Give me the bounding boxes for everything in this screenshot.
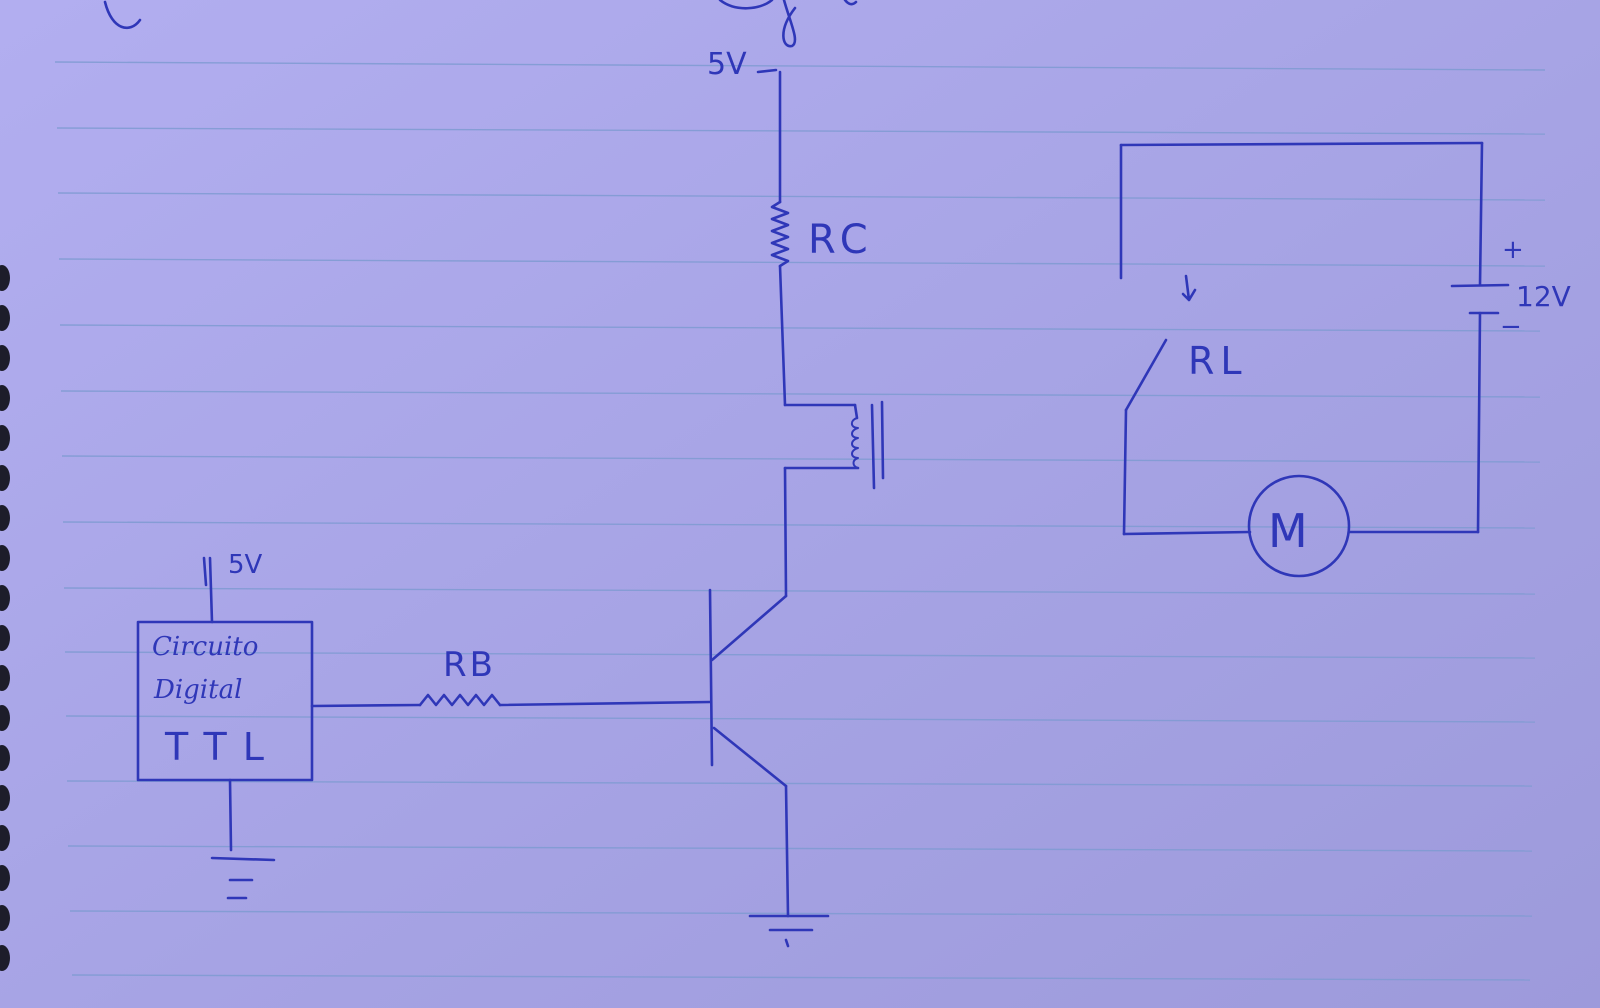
ttl-vcc-wire bbox=[208, 556, 214, 624]
motor-wire-bottom-left bbox=[1122, 530, 1252, 536]
ttl-line2: Digital bbox=[153, 675, 242, 705]
ground-main bbox=[748, 914, 830, 948]
battery-plus-label: + bbox=[1502, 235, 1524, 265]
npn-transistor bbox=[708, 588, 788, 788]
battery-minus-label: − bbox=[1500, 312, 1522, 342]
ttl-vcc-tick bbox=[202, 556, 208, 587]
rb-resistor bbox=[418, 693, 502, 707]
transistor-base-bar bbox=[708, 588, 714, 767]
relay-switch-blade bbox=[1124, 338, 1168, 412]
ground-ttl bbox=[210, 856, 276, 900]
motor-wire-right-lower bbox=[1476, 311, 1482, 534]
relay-coil bbox=[783, 400, 885, 490]
motor-wire-top bbox=[1119, 141, 1484, 147]
ttl-line3: TTL bbox=[164, 725, 280, 769]
rc-resistor bbox=[770, 200, 790, 268]
relay-arrow bbox=[1181, 274, 1197, 302]
motor-wire-left-lower bbox=[1122, 408, 1128, 536]
wire-emitter-ground bbox=[784, 784, 790, 918]
spiral-binding bbox=[0, 265, 10, 971]
wire-coil-collector bbox=[783, 466, 788, 598]
vcc-top-label: 5V bbox=[707, 47, 747, 82]
wire-rb-base bbox=[498, 700, 712, 707]
transistor-emitter bbox=[712, 726, 788, 788]
motor-circuit: + − 12V RL M bbox=[1119, 141, 1571, 578]
motor-label: M bbox=[1268, 504, 1308, 558]
ttl-block bbox=[136, 620, 314, 782]
motor-symbol bbox=[1247, 474, 1351, 578]
battery-plate-long bbox=[1450, 283, 1510, 288]
ttl-ground-wire bbox=[228, 778, 233, 852]
ttl-vcc-label: 5V bbox=[228, 550, 263, 580]
battery-voltage-label: 12V bbox=[1516, 280, 1571, 313]
rb-label: RB bbox=[443, 645, 496, 685]
transistor-collector bbox=[710, 594, 788, 662]
ttl-line1: Circuito bbox=[152, 632, 258, 662]
wire-ttl-rb bbox=[310, 703, 422, 708]
vcc-top-bar bbox=[756, 68, 778, 74]
top-scribble bbox=[103, 0, 858, 48]
motor-wire-right-upper bbox=[1478, 141, 1484, 287]
rl-label: RL bbox=[1188, 339, 1248, 383]
wire-rc-coil bbox=[778, 264, 787, 407]
rc-label: RC bbox=[808, 217, 874, 263]
